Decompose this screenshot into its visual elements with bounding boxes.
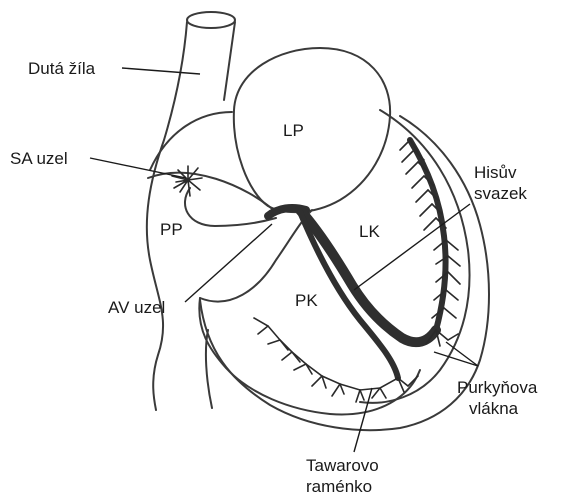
vena-cava-leader <box>122 68 200 74</box>
left-atrium-outline <box>234 48 390 212</box>
purkinje-label-line1: Purkyňova <box>457 378 538 397</box>
right-atrium-lower-loop <box>185 188 276 226</box>
purkinje-label-line2: vlákna <box>469 399 519 418</box>
purkinje-fibers-left <box>400 140 460 346</box>
purkinje-leader-2 <box>434 352 478 366</box>
tawara-label-line1: Tawarovo <box>306 456 379 475</box>
labels: Dutá žíla SA uzel LP PP LK PK AV uzel Hi… <box>10 59 538 496</box>
septum-outline <box>200 210 312 302</box>
heart-outline <box>147 12 489 430</box>
right-ventricle-label: PK <box>295 291 318 310</box>
his-bundle-label-line2: svazek <box>474 184 527 203</box>
av-node-label: AV uzel <box>108 298 165 317</box>
left-atrium-label: LP <box>283 121 304 140</box>
vena-cava-left-wall <box>147 22 187 410</box>
his-bundle-label-line1: Hisův <box>474 163 517 182</box>
sa-node-label: SA uzel <box>10 149 68 168</box>
right-atrium-label: PP <box>160 220 183 239</box>
tawara-label-line2: raménko <box>306 477 372 496</box>
vena-cava-opening <box>187 12 235 28</box>
right-atrium-outline <box>150 112 232 170</box>
vena-cava-label: Dutá žíla <box>28 59 96 78</box>
left-ventricle-label: LK <box>359 222 380 241</box>
right-atrium-inner-loop <box>148 173 276 212</box>
vena-cava-right-wall <box>224 22 235 100</box>
sa-node-leader <box>90 158 186 178</box>
av-node-leader <box>185 224 272 302</box>
